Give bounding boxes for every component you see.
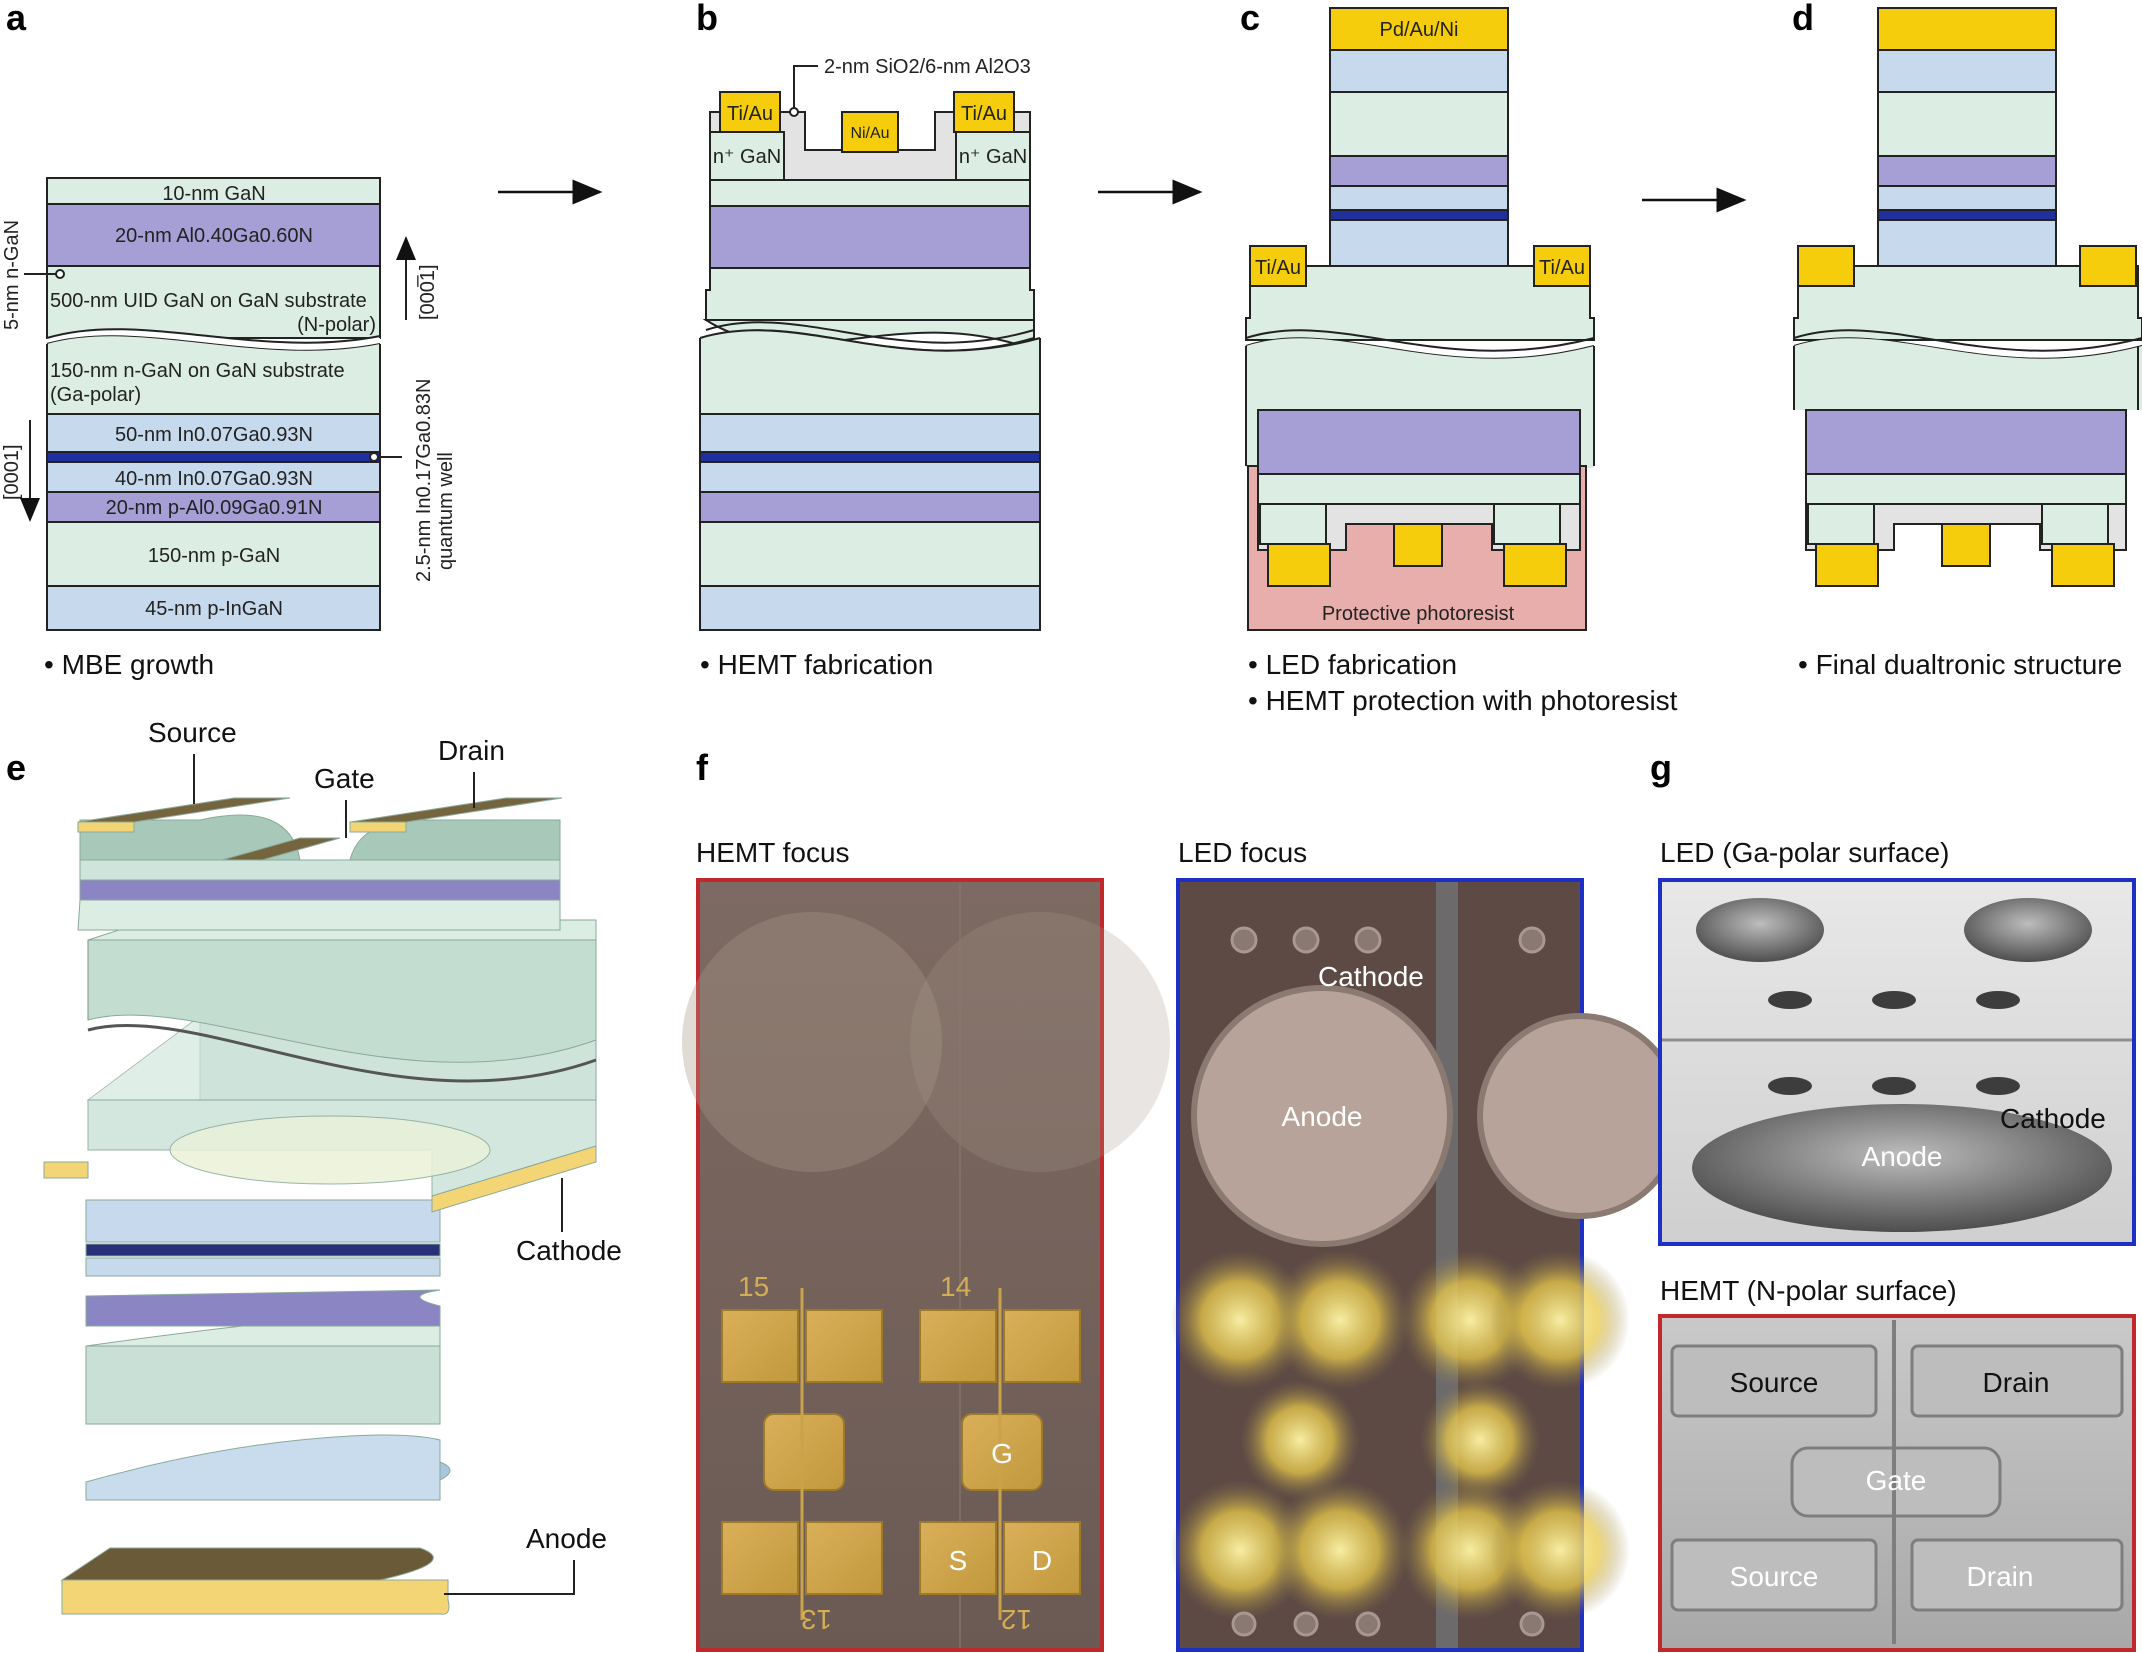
contact-label-ti-au: Ti/Au: [1255, 257, 1301, 279]
hemt-sem-image: Source Drain Gate Source Drain: [1658, 1314, 2136, 1652]
gate-label-ni-au: Ni/Au: [850, 125, 889, 142]
label-cathode: Cathode: [1318, 961, 1424, 992]
panel-label-f: f: [696, 747, 709, 788]
panel-label-b: b: [696, 0, 718, 38]
contact-label-ti-au: Ti/Au: [727, 103, 773, 125]
panel-label-d: d: [1792, 0, 1814, 38]
device-id: 13: [801, 1604, 832, 1635]
direction-label-000-1: [000̅1]: [416, 264, 439, 320]
led-sem-image: Cathode Anode: [1658, 878, 2136, 1246]
label-anode: Anode: [1282, 1101, 1363, 1132]
title-led-ga-polar: LED (Ga-polar surface): [1660, 837, 1949, 868]
caption-led-fabrication: • LED fabrication: [1248, 649, 1457, 680]
label-drain: Drain: [1967, 1561, 2034, 1592]
oxide-label: 2-nm SiO2/6-nm Al2O3: [824, 56, 1031, 78]
contact-label-pd-au-ni: Pd/Au/Ni: [1380, 19, 1459, 41]
label-cathode: Cathode: [516, 1235, 622, 1266]
caption-final-structure: • Final dualtronic structure: [1798, 649, 2122, 680]
npgan-label: n⁺ GaN: [713, 146, 781, 168]
device-id: 15: [738, 1271, 769, 1302]
panel-label-a: a: [6, 0, 27, 38]
title-hemt-focus: HEMT focus: [696, 837, 850, 868]
layer-label: (Ga-polar): [50, 384, 141, 406]
title-led-focus: LED focus: [1178, 837, 1307, 868]
panel-label-g: g: [1650, 747, 1672, 788]
layer-label: 40-nm In0.07Ga0.93N: [115, 468, 313, 490]
device-id: 12: [1001, 1604, 1032, 1635]
contact-label-ti-au: Ti/Au: [961, 103, 1007, 125]
direction-label-0001: [0001]: [1, 444, 23, 500]
label-anode: Anode: [526, 1523, 607, 1554]
hemt-focus-image: 15 14 13 12 G S D: [682, 878, 1170, 1652]
panel-e-labels: Source Gate Drain Cathode Anode: [148, 717, 622, 1595]
panel-label-e: e: [6, 747, 26, 788]
oxide-leader: [793, 65, 818, 108]
pad-label-g: G: [991, 1438, 1013, 1469]
layer-label: 150-nm p-GaN: [148, 545, 280, 567]
device-id: 14: [940, 1271, 971, 1302]
layer-label: 20-nm p-Al0.09Ga0.91N: [106, 497, 323, 519]
label-drain: Drain: [438, 735, 505, 766]
contact-label-ti-au: Ti/Au: [1539, 257, 1585, 279]
side-label-n-gan: 5-nm n-GaN: [1, 220, 23, 330]
layer-label: 500-nm UID GaN on GaN substrate: [50, 290, 367, 312]
layer-label: 150-nm n-GaN on GaN substrate: [50, 360, 345, 382]
layer-label: 45-nm p-InGaN: [145, 598, 283, 620]
caption-hemt-protection: • HEMT protection with photoresist: [1248, 685, 1678, 716]
panel-b-structure: [699, 91, 1041, 631]
npgan-label: n⁺ GaN: [959, 146, 1027, 168]
layer-label: 10-nm GaN: [162, 183, 265, 205]
title-hemt-n-polar: HEMT (N-polar surface): [1660, 1275, 1957, 1306]
panel-a-annotations: 5-nm n-GaN [0001] [000̅1] 2.5-nm In0.17G…: [1, 220, 457, 582]
label-source: Source: [1730, 1367, 1819, 1398]
label-anode: Anode: [1862, 1141, 1943, 1172]
caption-hemt-fabrication: • HEMT fabrication: [700, 649, 933, 680]
pad-label-d: D: [1032, 1545, 1052, 1576]
caption-mbe-growth: • MBE growth: [44, 649, 214, 680]
label-cathode: Cathode: [2000, 1103, 2106, 1134]
panel-d-structure: [1793, 7, 2142, 587]
layer-label: 20-nm Al0.40Ga0.60N: [115, 225, 313, 247]
panel-e-3d-device: [43, 797, 597, 1615]
panel-a-stack: [46, 177, 381, 631]
oxide-pointer: [789, 107, 799, 117]
panel-c-structure: [1245, 7, 1595, 631]
label-gate: Gate: [1866, 1465, 1927, 1496]
label-source: Source: [148, 717, 237, 748]
qw-label-2: quantum well: [435, 452, 457, 570]
led-focus-image: Cathode Anode: [1170, 878, 1683, 1652]
pad-label-s: S: [949, 1545, 968, 1576]
label-source: Source: [1730, 1561, 1819, 1592]
layer-label: (N-polar): [297, 314, 376, 336]
label-drain: Drain: [1983, 1367, 2050, 1398]
layer-label: 50-nm In0.07Ga0.93N: [115, 424, 313, 446]
qw-label: 2.5-nm In0.17Ga0.83N: [413, 379, 435, 582]
label-gate: Gate: [314, 763, 375, 794]
panel-label-c: c: [1240, 0, 1260, 38]
photoresist-label: Protective photoresist: [1322, 603, 1515, 625]
